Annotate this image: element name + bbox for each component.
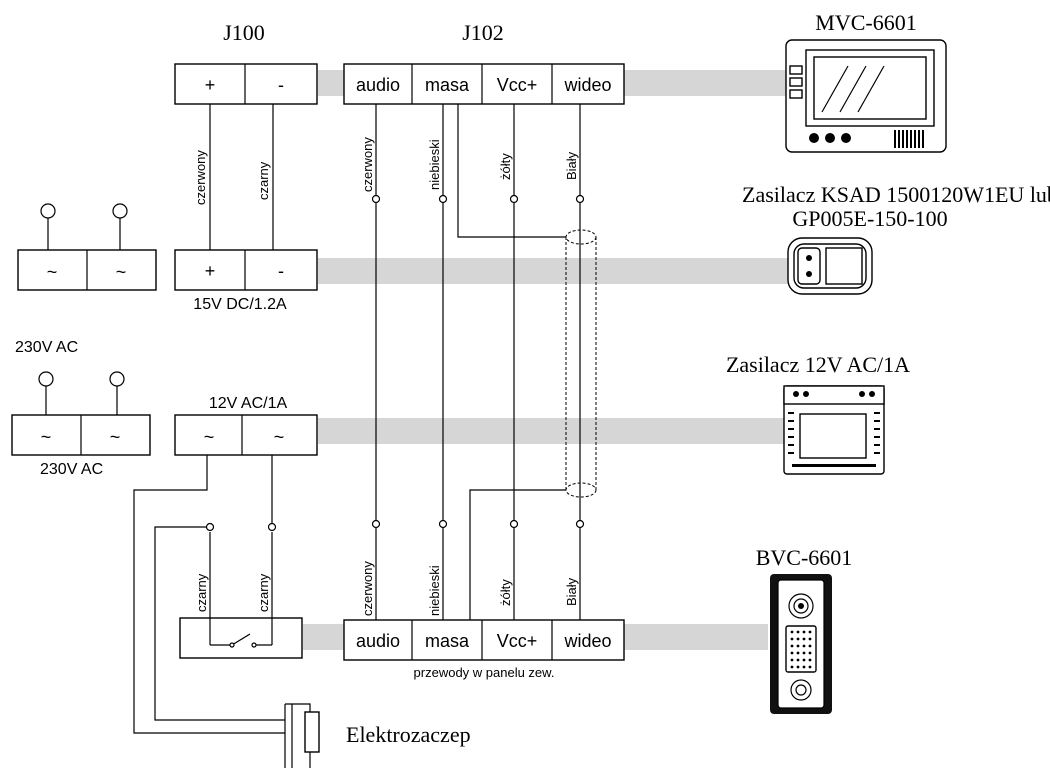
- monitor-icon: [785, 39, 947, 153]
- j102-wideo: wideo: [563, 75, 611, 95]
- electric-strike-icon: [284, 703, 320, 768]
- wire-label-vcc-top: żółty: [498, 153, 513, 180]
- svg-text:~: ~: [47, 262, 58, 282]
- wire-label-switch-right: czarny: [256, 573, 271, 612]
- panel-title: BVC-6601: [756, 545, 853, 570]
- wire-label-j100-black: czarny: [256, 161, 271, 200]
- ac-label-top: 230V AC: [15, 339, 78, 356]
- svg-text:+: +: [205, 261, 216, 281]
- panel-wideo: wideo: [563, 631, 611, 651]
- panel-masa: masa: [425, 631, 470, 651]
- j102-label: J102: [462, 20, 504, 45]
- svg-text:~: ~: [110, 427, 121, 447]
- svg-text:~: ~: [41, 427, 52, 447]
- svg-text:~: ~: [274, 427, 285, 447]
- wire-label-masa-top: niebieski: [427, 139, 442, 190]
- psu-dc-title-2: GP005E-150-100: [792, 206, 947, 231]
- svg-text:+: +: [205, 75, 216, 95]
- svg-text:-: -: [278, 261, 284, 281]
- door-panel-icon: [770, 574, 832, 714]
- j100-connector: + -: [174, 63, 318, 105]
- lock-switch: [179, 522, 303, 659]
- wire-label-wideo-top: Biały: [564, 151, 579, 180]
- j102-vcc: Vcc+: [497, 75, 538, 95]
- wire-label-wideo-bottom: Biały: [564, 577, 579, 606]
- j100-label: J100: [223, 20, 265, 45]
- panel-connector: audio masa Vcc+ wideo: [343, 619, 625, 661]
- ac12-terminal-block: ~ ~: [174, 414, 318, 456]
- monitor-title: MVC-6601: [815, 10, 916, 35]
- svg-text:-: -: [278, 75, 284, 95]
- lock-label: Elektrozaczep: [346, 722, 471, 747]
- dc-terminal-block: + -: [174, 249, 318, 291]
- j102-audio: audio: [356, 75, 400, 95]
- ac-label-bottom: 230V AC: [40, 461, 103, 478]
- wire-label-switch-left: czarny: [194, 573, 209, 612]
- dc-supply-label: 15V DC/1.2A: [193, 296, 287, 313]
- psu-dc-icon: [787, 237, 873, 295]
- wire-label-vcc-bottom: żółty: [498, 579, 513, 606]
- wire-label-audio-bottom: czerwony: [360, 561, 375, 616]
- psu-dc-title-1: Zasilacz KSAD 1500120W1EU lub: [742, 182, 1050, 207]
- mains-plug-top: ~ ~: [17, 203, 157, 291]
- ac12-label: 12V AC/1A: [209, 395, 288, 412]
- panel-wires-label: przewody w panelu zew.: [414, 665, 555, 680]
- wire-label-audio-top: czerwony: [360, 137, 375, 192]
- psu-ac-icon: [783, 385, 885, 475]
- mains-plug-bottom: ~ ~: [11, 371, 151, 456]
- panel-audio: audio: [356, 631, 400, 651]
- panel-vcc: Vcc+: [497, 631, 538, 651]
- cable-band-dc: [318, 258, 788, 284]
- svg-text:~: ~: [204, 427, 215, 447]
- j102-masa: masa: [425, 75, 470, 95]
- cable-band-ac: [318, 418, 788, 444]
- wire-label-masa-bottom: niebieski: [427, 565, 442, 616]
- psu-ac-title: Zasilacz 12V AC/1A: [726, 352, 910, 377]
- svg-text:~: ~: [116, 262, 127, 282]
- j102-connector: audio masa Vcc+ wideo: [343, 63, 625, 105]
- wire-label-j100-red: czerwony: [193, 150, 208, 205]
